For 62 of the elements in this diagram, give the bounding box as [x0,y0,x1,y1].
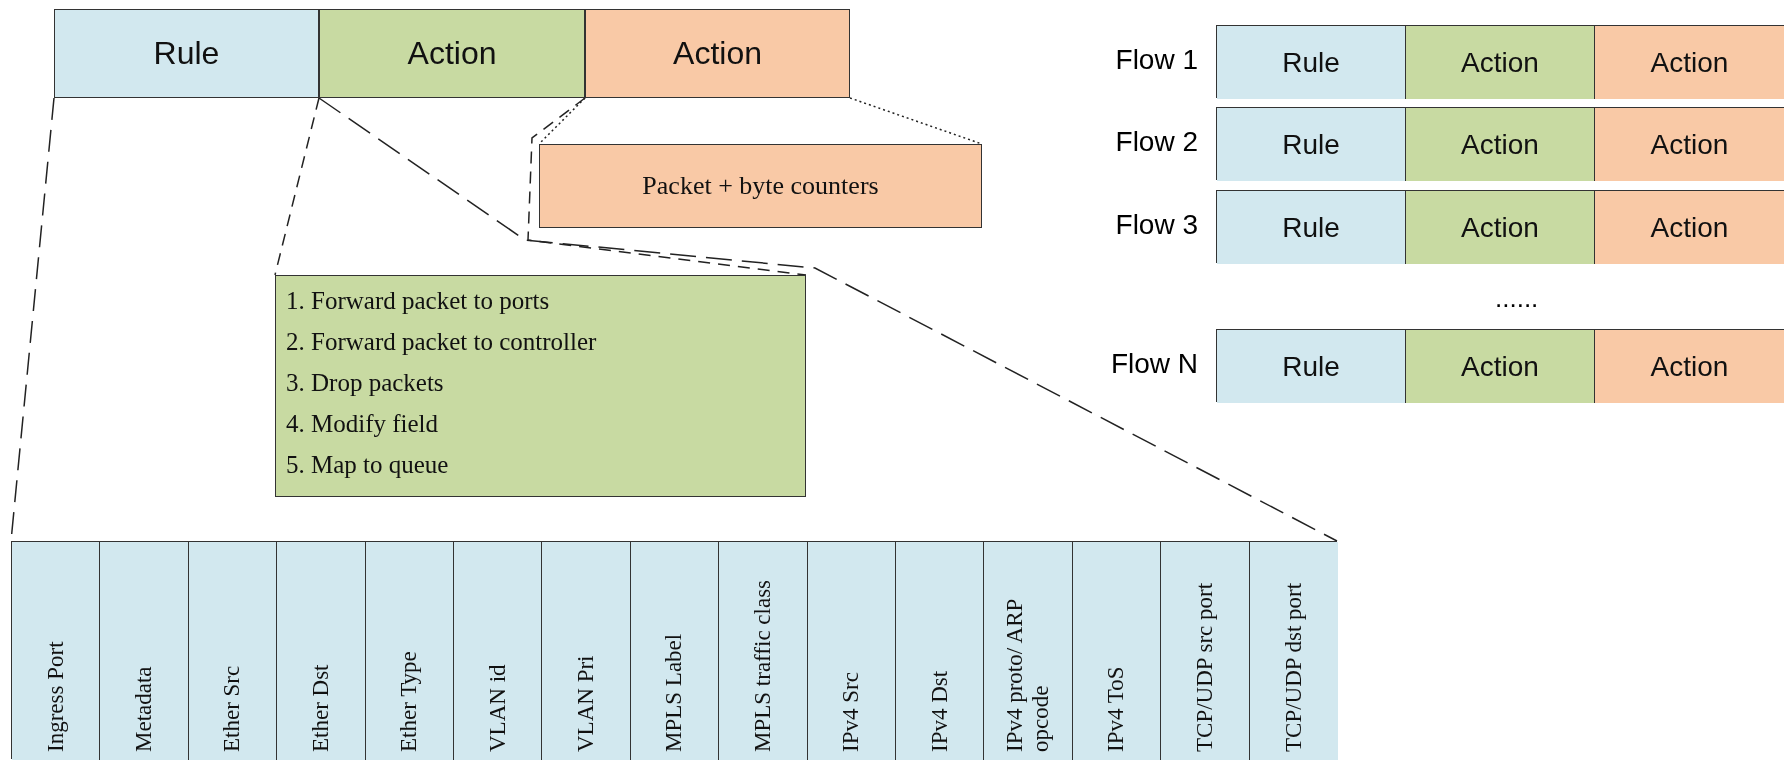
zoom-line [849,97,983,145]
match-field-cell [1161,542,1250,760]
zoom-line [274,97,320,276]
field-name: Ether Src [218,664,246,754]
field-name: Ether Type [395,650,423,754]
field-name: VLAN Pri [572,654,600,754]
match-field-cell [542,542,631,760]
action-box: Action [1406,330,1595,403]
field-name: IPv4 ToS [1102,665,1130,754]
action-box: Action [1595,330,1784,403]
action-list-box [275,275,806,497]
zoom-line [538,97,586,145]
match-field-cell [1072,542,1162,760]
action-box: Action [1595,108,1784,181]
ellipsis-text: ...... [1495,283,1539,314]
match-field-cell [188,542,278,760]
action-box: Action [585,9,850,98]
field-name: TCP/UDP src port [1190,581,1218,754]
list-item: 2. Forward packet to controller [286,327,598,357]
match-field-cell [630,542,720,760]
action-box: Action [1406,191,1595,264]
match-field-cell [12,542,101,760]
flow-row [1216,25,1784,98]
flow-label: Flow 2 [1115,126,1198,158]
field-name: TCP/UDP dst port [1279,581,1307,754]
list-item: 3. Drop packets [286,368,445,398]
action-box: Action [319,9,585,98]
match-fields-table [11,541,1337,759]
flow-row [1216,329,1784,402]
match-field-cell [896,542,985,760]
action-box: Action [1595,26,1784,99]
action-box: Action [1406,108,1595,181]
counters-box: Packet + byte counters [539,144,982,228]
match-field-cell [1249,542,1338,760]
list-item: 1. Forward packet to ports [286,286,551,316]
field-name: Metadata [130,665,158,754]
field-name: Ether Dst [306,663,334,754]
match-field-cell [100,542,189,760]
match-field-cell [277,542,366,760]
field-name: IPv4 proto/ ARP opcode [1001,598,1055,754]
list-item: 4. Modify field [286,409,440,439]
action-box: Action [1406,26,1595,99]
field-name: VLAN id [483,663,511,754]
zoom-line [527,97,807,276]
field-name: MPLS Label [660,632,688,754]
field-name: Ingress Port [41,640,69,754]
flow-row [1216,107,1784,180]
flow-label: Flow N [1110,348,1198,380]
list-item: 5. Map to queue [286,450,450,480]
flow-row [1216,190,1784,263]
match-field-cell [454,542,543,760]
match-field-cell [984,542,1073,760]
flow-label: Flow 3 [1115,209,1198,241]
field-name: IPv4 Src [837,671,865,754]
match-field-cell [365,542,454,760]
field-name: IPv4 Dst [925,669,953,754]
match-field-cell [807,542,896,760]
flow-label: Flow 1 [1115,44,1198,76]
zoom-line [318,97,1338,542]
action-box: Action [1595,191,1784,264]
match-field-cell [719,542,808,760]
field-name: MPLS traffic class [748,578,776,754]
